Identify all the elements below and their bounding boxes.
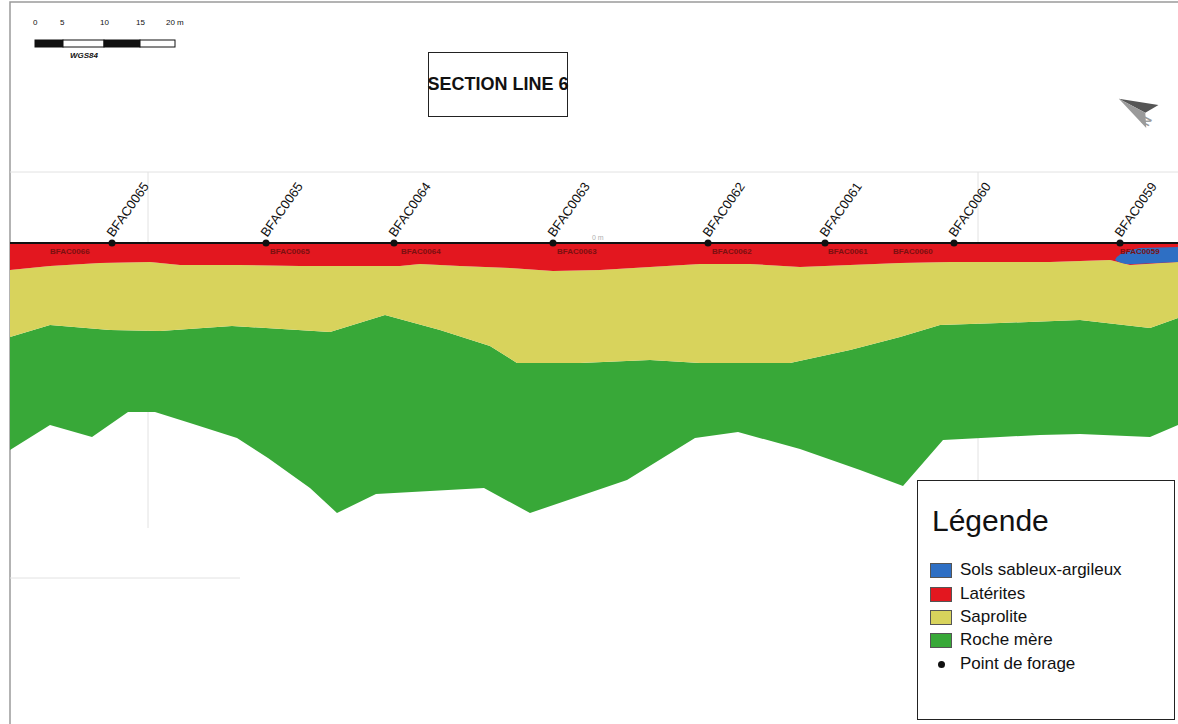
legend-point-symbol	[930, 657, 952, 672]
scale-tick-label: 20 m	[166, 19, 184, 27]
drill-hole-tag: BFAC0065	[270, 248, 310, 256]
drill-hole-tag: BFAC0066	[50, 248, 90, 256]
legend-row: Roche mère	[930, 631, 1053, 649]
scale-segment	[63, 40, 104, 47]
scale-segment	[35, 40, 63, 47]
legend-text: Latérites	[960, 584, 1025, 604]
drill-hole-label: BFAC0061	[817, 180, 864, 239]
drill-hole-tag: BFAC0059	[1120, 248, 1160, 256]
drill-hole-label: BFAC0065	[258, 180, 305, 239]
scale-tick-label: 0	[33, 19, 37, 27]
sandy-clay-soil	[1115, 247, 1178, 264]
drill-point	[822, 240, 829, 247]
drill-hole-tag: BFAC0060	[893, 248, 933, 256]
legend-swatch	[930, 587, 952, 602]
drill-hole-tag: BFAC0063	[557, 248, 597, 256]
legend-swatch	[930, 563, 952, 578]
drill-point	[109, 240, 116, 247]
scale-segment	[104, 40, 140, 47]
legend-row: Point de forage	[930, 655, 1075, 673]
title-box: SECTION LINE 6	[428, 52, 568, 117]
drill-hole-label: BFAC0060	[946, 180, 993, 239]
scale-bar	[35, 40, 175, 47]
legend-text: Point de forage	[960, 654, 1075, 674]
legend-text: Sols sableux-argileux	[960, 560, 1122, 580]
legend-swatch	[930, 633, 952, 648]
drill-point	[951, 240, 958, 247]
north-label: N	[1139, 115, 1154, 128]
elevation-label: 0 m	[592, 234, 604, 241]
drill-hole-label: BFAC0062	[700, 180, 747, 239]
legend-heading: Légende	[932, 506, 1049, 536]
ground-surface	[10, 242, 1178, 244]
scale-tick-label: 5	[60, 19, 64, 27]
drill-hole-tag: BFAC0061	[828, 248, 868, 256]
scale-tick-label: 15	[136, 19, 145, 27]
drill-hole-label: BFAC0063	[545, 180, 592, 239]
drill-hole-label: BFAC0065	[104, 180, 151, 239]
drill-hole-tag: BFAC0062	[712, 248, 752, 256]
legend-swatch	[930, 610, 952, 625]
drill-point	[1117, 240, 1124, 247]
legend-text: Saprolite	[960, 607, 1027, 627]
saprolite-layer	[10, 260, 1178, 363]
drill-point	[263, 240, 270, 247]
projection-label: WGS84	[70, 52, 98, 60]
scale-segment	[140, 40, 175, 47]
scale-tick-label: 10	[100, 19, 109, 27]
legend-row: Sols sableux-argileux	[930, 561, 1122, 579]
legend-row: Saprolite	[930, 608, 1027, 626]
north-arrow	[1113, 87, 1159, 128]
drill-point	[391, 240, 398, 247]
laterite-layer	[10, 243, 1178, 271]
drill-hole-label: BFAC0064	[386, 180, 433, 239]
drill-hole-label: BFAC0059	[1112, 180, 1159, 239]
drill-hole-tag: BFAC0064	[401, 248, 441, 256]
grid-line	[10, 578, 240, 579]
drill-point	[705, 240, 712, 247]
section-title: SECTION LINE 6	[427, 74, 568, 95]
drill-point	[550, 240, 557, 247]
legend-text: Roche mère	[960, 630, 1053, 650]
grid-line	[10, 172, 1178, 173]
legend-row: Latérites	[930, 585, 1025, 603]
drill-points	[109, 240, 1124, 247]
map-frame	[10, 2, 1178, 724]
